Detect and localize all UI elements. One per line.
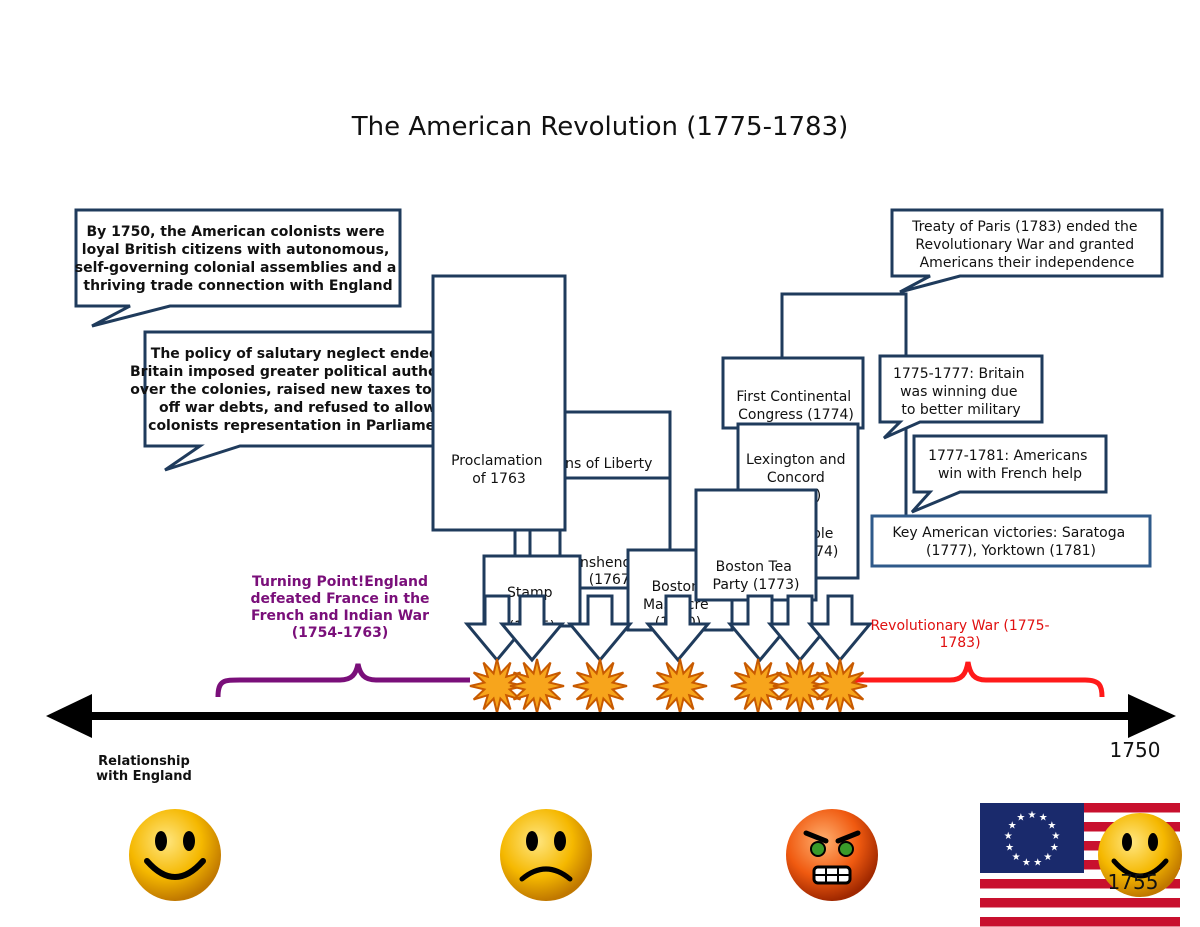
flag-star: ★	[1008, 820, 1017, 831]
event-sons-of-liberty-text: Sons of Liberty	[548, 456, 653, 472]
flag-star: ★	[1033, 857, 1042, 868]
flag-stripe	[980, 879, 1180, 889]
relationship-with-england-label: Relationship with England	[96, 754, 192, 784]
callout-key-victories: Key American victories: Saratoga (1777),…	[870, 514, 1152, 568]
flag-star: ★	[1051, 831, 1060, 842]
callout-treaty-text: Treaty of Paris (1783) ended the Revolut…	[911, 219, 1142, 271]
flag-star: ★	[1022, 857, 1031, 868]
bracket-french-indian-war	[215, 663, 470, 698]
timeline-axis	[46, 694, 1176, 738]
diagram-title: The American Revolution (1775-1783)	[351, 112, 849, 142]
down-arrow-4	[644, 594, 712, 663]
year-label-end: 1750	[1109, 738, 1161, 762]
sad-face-icon	[500, 809, 592, 901]
arrowhead-left	[46, 694, 92, 738]
burst-icon-4	[652, 658, 708, 714]
callout-salutary-neglect: The policy of salutary neglect ended. Br…	[130, 330, 470, 472]
callout-britain-winning-text: 1775-1777: Britain was winning due to be…	[893, 366, 1029, 418]
turning-point-label: Turning Point!England defeated France in…	[250, 574, 430, 641]
event-first-congress-text: First Continental Congress (1774)	[736, 389, 855, 423]
bracket-revolutionary-war	[850, 661, 1105, 698]
callout-key-victories-text: Key American victories: Saratoga (1777),…	[892, 525, 1129, 559]
event-lexington-text: Lexington and Concord (1775)	[746, 452, 850, 504]
arrowhead-right	[1128, 694, 1176, 738]
callout-americans-win: 1777-1781: Americans win with French hel…	[910, 434, 1108, 514]
down-arrow-6	[766, 594, 834, 663]
flag-star: ★	[1016, 813, 1025, 824]
down-arrow-3	[566, 594, 634, 663]
flag-stripe	[980, 907, 1180, 917]
flag-star: ★	[1047, 820, 1056, 831]
revolutionary-war-label: Revolutionary War (1775-1783)	[870, 618, 1050, 651]
event-arrows	[463, 594, 874, 663]
event-first-continental-congress: First Continental Congress (1774)	[721, 356, 865, 430]
burst-icon-7	[812, 658, 868, 714]
year-label-bottom: 1755	[1107, 870, 1159, 894]
burst-icon-3	[572, 658, 628, 714]
flag-stripe	[980, 917, 1180, 927]
callout-treaty-of-paris: Treaty of Paris (1783) ended the Revolut…	[890, 208, 1164, 294]
flag-star: ★	[1004, 831, 1013, 842]
down-arrow-2	[498, 594, 566, 663]
down-arrow-5	[726, 594, 794, 663]
event-bursts	[469, 658, 868, 714]
callout-salutary-neglect-text: The policy of salutary neglect ended. Br…	[130, 346, 470, 434]
happy-face-icon	[129, 809, 221, 901]
event-proclamation-text: Proclamation of 1763	[451, 453, 547, 487]
event-tea-party-text: Boston Tea Party (1773)	[713, 559, 800, 593]
flag-star: ★	[1012, 852, 1021, 863]
us-flag-icon: ★★★★★★★★★★★★★	[980, 803, 1180, 927]
flag-star: ★	[1043, 852, 1052, 863]
flag-stripe	[980, 898, 1180, 908]
flag-star: ★	[1005, 843, 1014, 854]
angry-face-icon	[786, 809, 878, 901]
flag-star: ★	[1039, 813, 1048, 824]
flag-star: ★	[1050, 843, 1059, 854]
callout-colonists-1750: By 1750, the American colonists were loy…	[74, 208, 402, 328]
event-proclamation-1763: Proclamation of 1763	[431, 274, 567, 556]
callout-americans-win-text: 1777-1781: Americans win with French hel…	[928, 448, 1092, 482]
event-boston-tea-party: Boston Tea Party (1773)	[694, 488, 818, 602]
down-arrow-7	[806, 594, 874, 663]
burst-icon-2	[509, 658, 565, 714]
happy-face-icon-end	[1098, 813, 1182, 897]
down-arrow-1	[463, 594, 531, 663]
callout-britain-winning: 1775-1777: Britain was winning due to be…	[878, 354, 1044, 440]
flag-star: ★	[1028, 810, 1037, 821]
callout-colonists-1750-text: By 1750, the American colonists were loy…	[75, 224, 401, 294]
flag-stripe	[980, 869, 1180, 879]
flag-stripe	[980, 888, 1180, 898]
